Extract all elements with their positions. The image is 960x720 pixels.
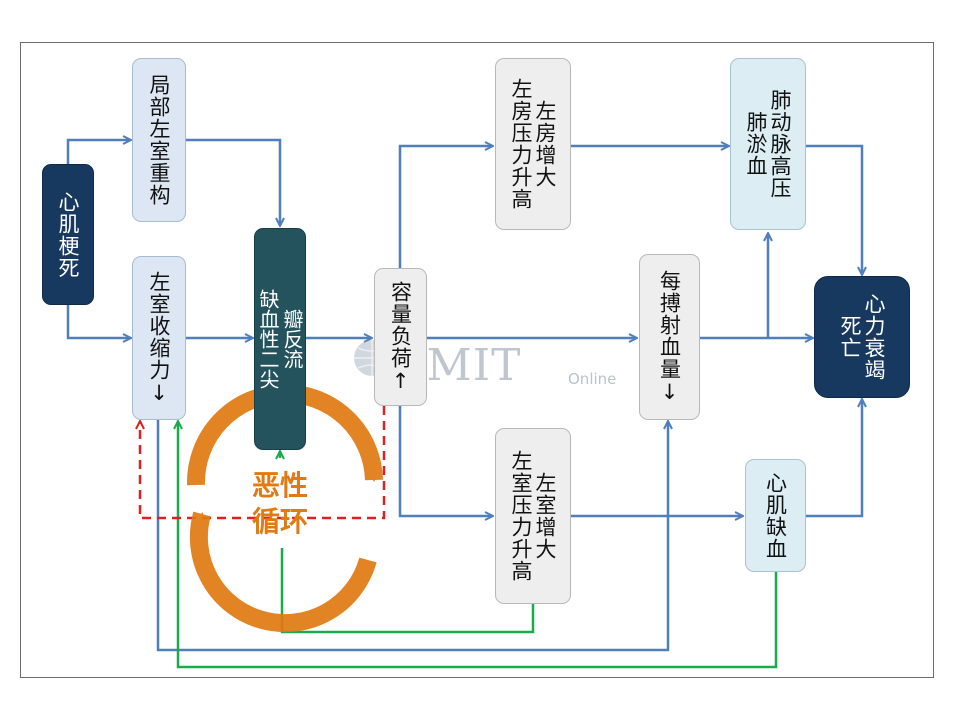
node-lv-contractility: 左室收缩力↓ [132, 256, 186, 420]
vicious-cycle-line1: 恶性 [251, 469, 308, 502]
node-stroke-volume: 每搏射血量↓ [639, 254, 700, 420]
node-label: 心力衰竭 [862, 293, 886, 381]
edge-pulm-to-death [806, 144, 862, 274]
edge-volume-to-la [398, 146, 492, 268]
edge-volume-to-lv [398, 405, 492, 516]
node-label: 左房增大 [533, 100, 557, 188]
edge-mi-to-contract [66, 305, 130, 338]
node-label: 左室收缩力↓ [147, 270, 171, 406]
vicious-cycle-label: 恶性 循环 [236, 468, 324, 540]
node-left-ventricle: 左室压力升高 左室增大 [495, 428, 571, 604]
node-left-atrium: 左房压力升高 左房增大 [495, 58, 571, 230]
node-myocardial-ischemia: 心肌缺血 [745, 459, 806, 572]
node-label: 局部左室重构 [147, 74, 171, 206]
cycle-arc-bottom [189, 511, 377, 633]
edge-remodel-to-mitral [186, 138, 280, 225]
node-pulmonary: 肺淤血 肺动脉高压 [730, 58, 806, 230]
node-label: 左房压力升高 [509, 78, 533, 210]
node-local-lv-remodeling: 局部左室重构 [132, 58, 186, 222]
node-label: 肺淤血 [744, 111, 768, 177]
node-volume-overload: 容量负荷↑ [374, 268, 427, 406]
edge-mi-to-remodel [66, 140, 130, 164]
edge-ischemia-to-death [806, 400, 862, 518]
node-label: 心肌缺血 [763, 471, 788, 560]
node-death-heart-failure: 死亡 心力衰竭 [814, 276, 910, 398]
node-label: 肺动脉高压 [768, 89, 792, 199]
node-label: 左室增大 [533, 472, 557, 560]
watermark-subtitle: Online [568, 370, 617, 388]
node-label: 瓣反流 [280, 309, 304, 369]
edge-volume-feedback [140, 406, 386, 520]
node-label: 左室压力升高 [509, 450, 533, 582]
edge-lv-to-cycle [280, 548, 535, 634]
node-myocardial-infarction: 心肌梗死 [42, 164, 94, 305]
node-label: 每搏射血量↓ [657, 269, 682, 405]
node-label: 死亡 [838, 315, 862, 359]
node-label: 缺血性二尖 [256, 289, 280, 389]
edge-ischemia-to-contract-loop [178, 422, 778, 669]
vicious-cycle-line2: 循环 [251, 505, 308, 538]
node-label: 容量负荷↑ [388, 280, 413, 394]
node-label: 心肌梗死 [56, 190, 80, 279]
edge-contract-to-stroke-loop [156, 420, 668, 652]
node-ischemic-mitral-regurgitation: 缺血性二尖 瓣反流 [254, 228, 306, 450]
